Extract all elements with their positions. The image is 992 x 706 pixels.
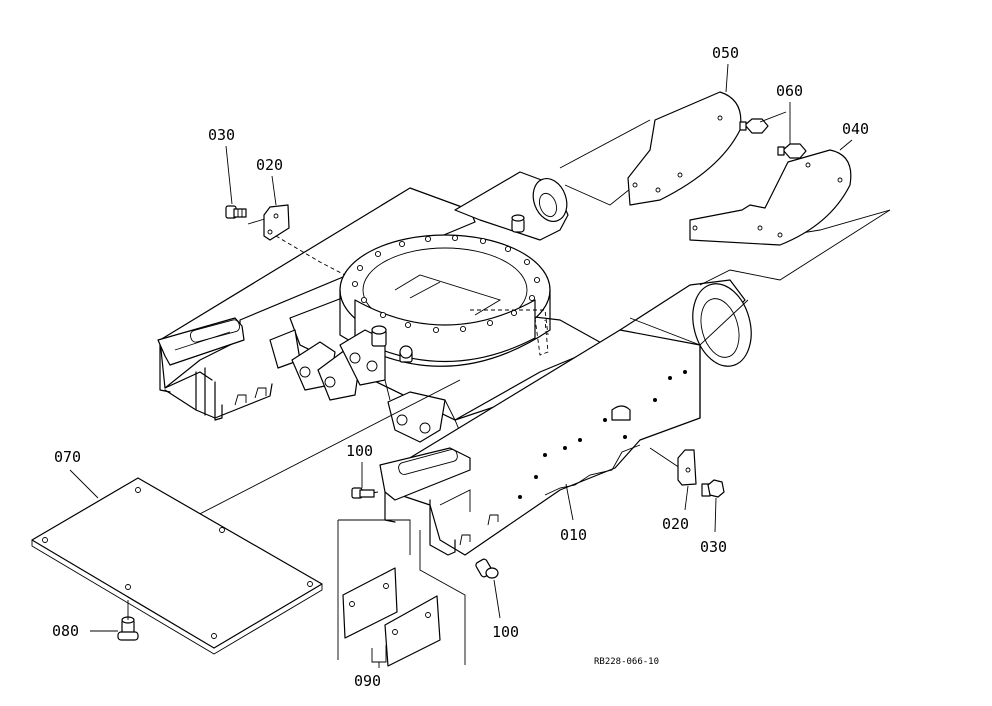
label-030-lower: 030 xyxy=(700,538,727,556)
label-020-lower: 020 xyxy=(662,515,689,533)
label-030-upper: 030 xyxy=(208,126,235,144)
label-060: 060 xyxy=(776,82,803,100)
label-080: 080 xyxy=(52,622,79,640)
cover-050 xyxy=(627,91,742,206)
label-010: 010 xyxy=(560,526,587,544)
bolt-030-lower xyxy=(701,479,725,498)
label-100-lower: 100 xyxy=(492,623,519,641)
bolt-060-b xyxy=(777,143,807,159)
label-050: 050 xyxy=(712,44,739,62)
dozer-brackets xyxy=(269,325,456,443)
ring-bolt-holes xyxy=(351,234,541,334)
bolt-100-upper xyxy=(351,487,375,499)
track-frame-assembly xyxy=(157,171,752,556)
label-070: 070 xyxy=(54,448,81,466)
bolt-100-lower xyxy=(475,558,499,579)
plate-020-lower xyxy=(677,449,697,486)
shim-090-a xyxy=(342,567,398,639)
shim-090-b xyxy=(384,595,441,667)
bolt-060-a xyxy=(739,118,769,134)
bolt-080 xyxy=(117,600,139,641)
callout-leaders xyxy=(69,63,853,668)
part-labels: 030 020 050 060 040 070 080 100 100 010 … xyxy=(52,44,869,690)
label-090: 090 xyxy=(354,672,381,690)
label-100-upper: 100 xyxy=(346,442,373,460)
drawing-code: RB228-066-10 xyxy=(594,657,659,667)
bolt-030-upper xyxy=(225,205,247,219)
undercover-070 xyxy=(31,477,323,655)
label-020-upper: 020 xyxy=(256,156,283,174)
cover-040 xyxy=(689,149,852,246)
plate-020-upper xyxy=(263,204,290,241)
label-040: 040 xyxy=(842,120,869,138)
